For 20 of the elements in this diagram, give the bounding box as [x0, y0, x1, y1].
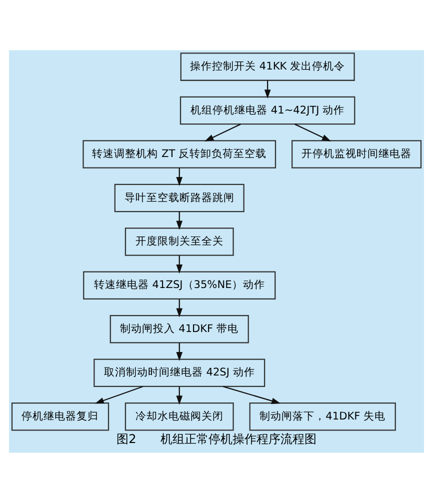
arrow — [176, 298, 182, 317]
arrow — [176, 167, 182, 186]
node-box: 停机继电器复归 — [10, 402, 109, 430]
node-box: 转速继电器 41ZSJ（35%NE）动作 — [82, 270, 276, 300]
node-box: 开度限制关至全关 — [124, 227, 234, 256]
arrow — [176, 254, 182, 274]
node-box: 开停机监视时间继电器 — [291, 140, 422, 168]
arrow — [176, 386, 182, 404]
node-box: 转速调整机构 ZT 反转卸负荷至空载 — [82, 140, 276, 168]
caption: 图2 机组正常停机操作程序流程图 — [116, 431, 316, 446]
node-box: 机组停机继电器 41~42JTJ 动作 — [179, 96, 355, 124]
node-box: 冷却水电磁阀关闭 — [124, 402, 234, 430]
arrow — [264, 80, 270, 98]
node-box: 制动闸落下，41DKF 失电 — [248, 402, 396, 430]
node-box: 操作控制开关 41KK 发出停机令 — [180, 52, 354, 80]
node-box: 取消制动时间继电器 42SJ 动作 — [93, 358, 265, 386]
node-box: 导叶至空载断路器跳闸 — [114, 183, 244, 212]
arrow — [176, 342, 182, 361]
arrow — [176, 211, 182, 230]
node-box: 制动闸投入 41DKF 带电 — [109, 314, 248, 343]
